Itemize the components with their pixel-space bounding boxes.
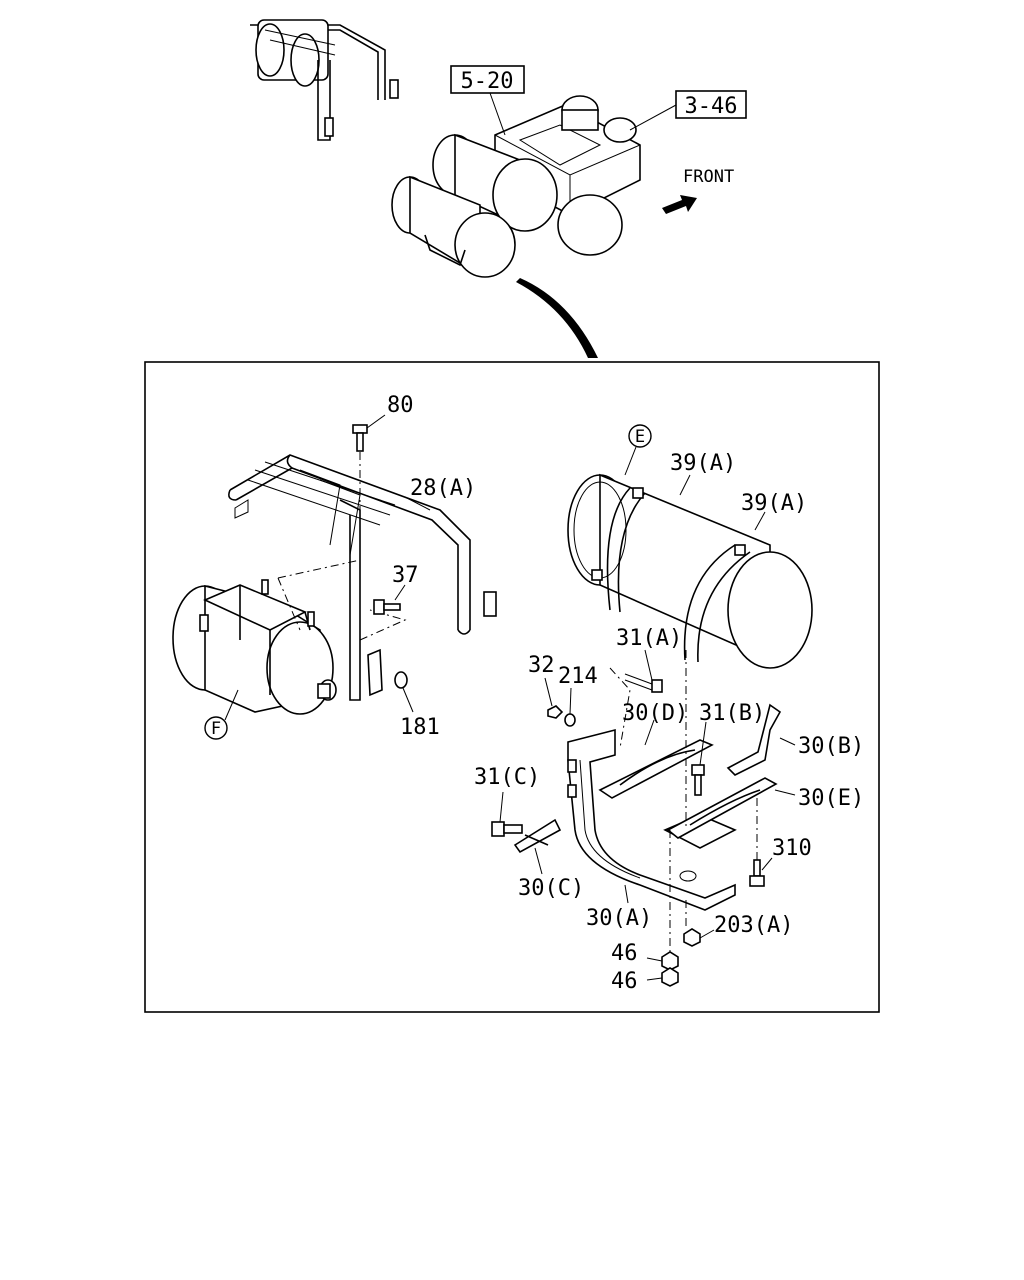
washer-181-icon bbox=[394, 671, 408, 689]
washer-214-icon bbox=[564, 713, 576, 727]
callout-31b: 31(B) bbox=[699, 701, 765, 726]
callout-80: 80 bbox=[387, 393, 414, 418]
callout-37: 37 bbox=[392, 563, 419, 588]
overview-main-assembly bbox=[391, 95, 641, 278]
bolt-31c-icon bbox=[491, 821, 523, 837]
callout-203a: 203(A) bbox=[714, 913, 793, 938]
callout-e: E bbox=[635, 427, 645, 447]
front-arrow-icon bbox=[662, 195, 697, 214]
callout-f: F bbox=[211, 719, 221, 739]
callout-e-circle bbox=[628, 424, 652, 448]
callout-31c: 31(C) bbox=[474, 765, 540, 790]
callout-32: 32 bbox=[528, 653, 555, 678]
callout-30c: 30(C) bbox=[518, 876, 584, 901]
bolt-80-icon bbox=[352, 424, 368, 452]
callout-39a-2: 39(A) bbox=[741, 491, 807, 516]
bracket-30d bbox=[598, 739, 714, 799]
nut-32-icon bbox=[547, 705, 564, 719]
reference-3-46-label: 3-46 bbox=[685, 94, 738, 119]
nut-46-upper-icon bbox=[661, 951, 679, 971]
callout-46-lower: 46 bbox=[611, 969, 638, 994]
bolt-37-icon bbox=[373, 599, 401, 615]
callout-30e: 30(E) bbox=[798, 786, 864, 811]
bracket-frame-28a bbox=[228, 454, 497, 701]
reference-box-5-20[interactable]: 5-20 bbox=[450, 65, 525, 94]
bracket-30a bbox=[567, 728, 737, 911]
bracket-30e bbox=[666, 777, 778, 839]
callout-181: 181 bbox=[400, 715, 440, 740]
bracket-30b bbox=[726, 703, 782, 776]
tank-e bbox=[567, 473, 813, 669]
reference-box-3-46[interactable]: 3-46 bbox=[675, 90, 747, 119]
callout-39a-1: 39(A) bbox=[670, 451, 736, 476]
zoom-pointer-arrow bbox=[516, 278, 598, 358]
bracket-30c bbox=[513, 818, 562, 854]
callout-310: 310 bbox=[772, 836, 812, 861]
callout-28a: 28(A) bbox=[410, 476, 476, 501]
nut-203a-icon bbox=[683, 928, 701, 947]
front-label: FRONT bbox=[683, 167, 734, 187]
bolt-31b-icon bbox=[691, 764, 705, 796]
callout-30b: 30(B) bbox=[798, 734, 864, 759]
callout-46-upper: 46 bbox=[611, 941, 638, 966]
callout-31a: 31(A) bbox=[616, 626, 682, 651]
callout-30a: 30(A) bbox=[586, 906, 652, 931]
tank-f bbox=[172, 579, 337, 715]
callout-30d: 30(D) bbox=[622, 701, 688, 726]
callout-f-circle bbox=[204, 716, 228, 740]
bolt-31a-icon bbox=[624, 673, 663, 693]
callout-214: 214 bbox=[558, 664, 598, 689]
reference-5-20-label: 5-20 bbox=[461, 69, 514, 94]
bolt-310-icon bbox=[749, 859, 765, 887]
detail-frame bbox=[144, 361, 880, 1013]
overview-small-assembly bbox=[250, 19, 399, 141]
nut-46-lower-icon bbox=[661, 967, 679, 987]
